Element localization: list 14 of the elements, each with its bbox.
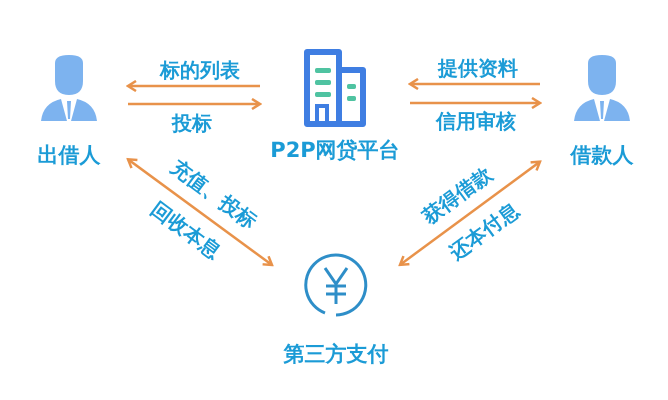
node-label: 借款人 [569, 143, 634, 167]
edge-label: 信用审核 [436, 109, 516, 133]
arrow [126, 158, 274, 266]
arrow [128, 98, 262, 110]
arrow [408, 78, 540, 90]
arrow [126, 80, 260, 92]
edge-label: 投标 [172, 111, 212, 135]
node-label: P2P网贷平台 [269, 138, 401, 162]
node-label: 第三方支付 [282, 342, 390, 366]
node-label: 出借人 [36, 143, 102, 167]
arrow [398, 160, 542, 266]
edge-label: 提供资料 [438, 56, 518, 80]
edge-label: 标的列表 [160, 58, 240, 82]
arrow [410, 96, 542, 110]
